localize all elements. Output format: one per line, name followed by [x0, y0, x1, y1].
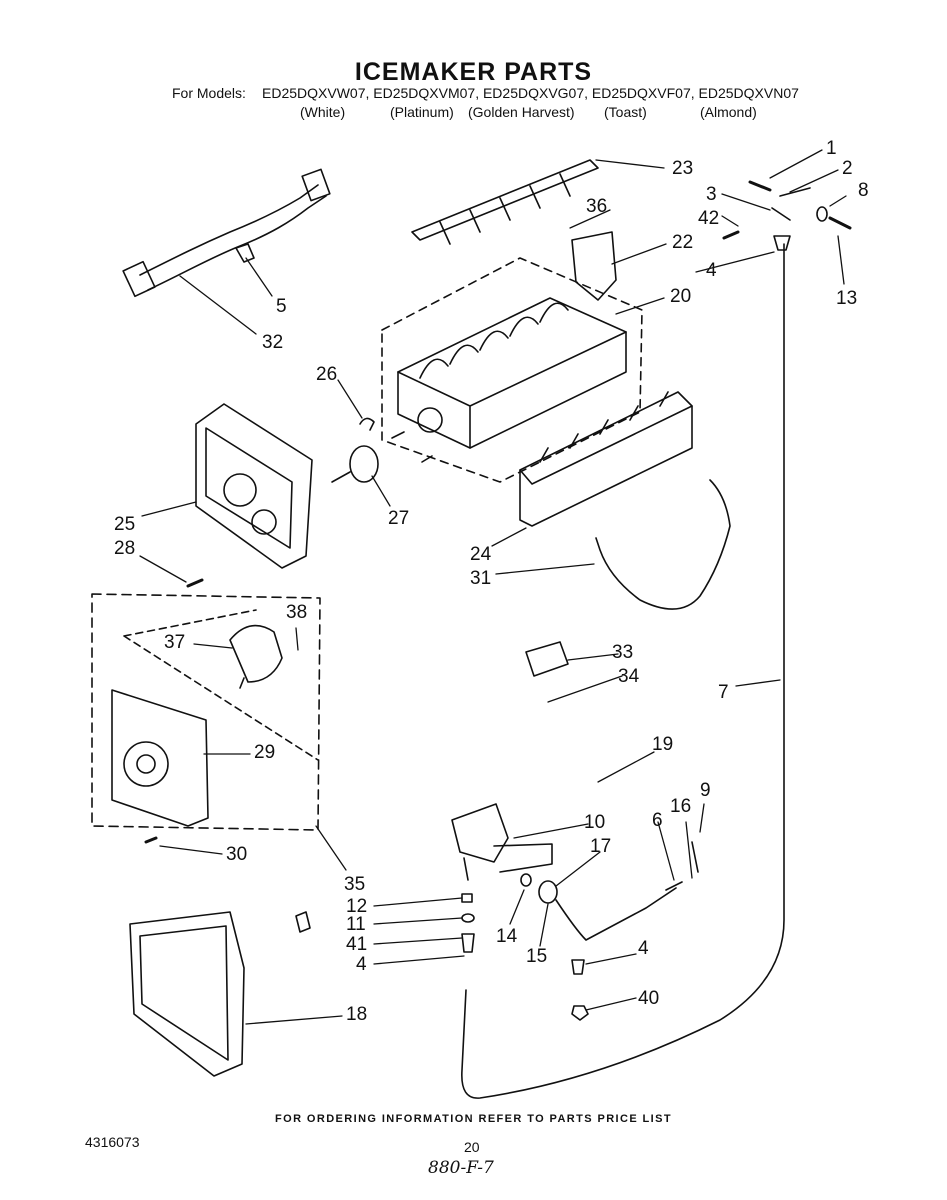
color-platinum: (Platinum): [390, 104, 454, 120]
callout-label: 9: [700, 780, 711, 801]
callout-label: 38: [286, 602, 307, 623]
ejector-part: [411, 159, 599, 245]
callout-label: 16: [670, 796, 691, 817]
page-title: ICEMAKER PARTS: [354, 58, 593, 86]
stripper-part: [519, 391, 693, 527]
motor-assembly-box: [91, 593, 321, 831]
callout-label: 32: [262, 332, 283, 353]
ordering-footer: FOR ORDERING INFORMATION REFER TO PARTS …: [275, 1113, 672, 1125]
document-number: 4316073: [85, 1134, 140, 1150]
callout-label: 40: [638, 988, 659, 1009]
water-valve-part: [451, 803, 553, 881]
callout-label: 2: [842, 158, 853, 179]
callout-label: 25: [114, 514, 135, 535]
callout-label: 33: [612, 642, 633, 663]
callout-label: 14: [496, 926, 518, 947]
callout-label: 42: [698, 208, 719, 229]
clip-part: [359, 417, 375, 431]
color-white: (White): [300, 104, 346, 120]
color-golden-harvest: (Golden Harvest): [468, 104, 575, 120]
motor-part: [229, 624, 283, 689]
callout-label: 31: [470, 568, 491, 589]
callout-label: 8: [858, 180, 869, 201]
motor-plug-part: [331, 445, 379, 483]
module-part: [195, 403, 313, 569]
callout-label: 27: [388, 508, 409, 529]
callout-label: 24: [470, 544, 492, 565]
callout-label: 4: [706, 260, 717, 281]
bag-part: [129, 911, 245, 1077]
callout-label: 41: [346, 934, 367, 955]
shut-off-arm-part: [595, 479, 731, 610]
callout-numbers: 1 2 3 8 42 13 4 36 22 23 20 5 32 26 27 2…: [114, 138, 869, 1025]
callout-label: 19: [652, 734, 673, 755]
callout-label: 23: [672, 158, 693, 179]
callout-label: 13: [836, 288, 857, 309]
housing-part: [111, 689, 209, 827]
callout-label: 20: [670, 286, 691, 307]
page-number: 20: [464, 1139, 480, 1155]
inlet-fittings: [722, 180, 852, 251]
callout-label: 22: [672, 232, 693, 253]
callout-label: 11: [346, 914, 366, 935]
screw-part: [186, 578, 204, 588]
callout-label: 3: [706, 184, 717, 205]
icemaker-assembly-outline: [381, 257, 643, 483]
callout-label: 10: [584, 812, 605, 833]
handwritten-note: 880-F-7: [428, 1158, 494, 1178]
models-prefix: For Models:: [172, 85, 246, 101]
callout-label: 17: [590, 836, 611, 857]
callout-label: 5: [276, 296, 287, 317]
callout-label: 35: [344, 874, 365, 895]
callout-label: 36: [586, 196, 607, 217]
wire-harness-part: [122, 168, 331, 298]
leader-lines: [139, 149, 847, 1025]
callout-label: 6: [652, 810, 663, 831]
callout-label: 7: [718, 682, 729, 703]
callout-label: 28: [114, 538, 135, 559]
callout-label: 30: [226, 844, 247, 865]
callout-label: 4: [638, 938, 649, 959]
cover-part: [525, 641, 569, 677]
fill-cup-part: [571, 231, 617, 301]
callout-label: 18: [346, 1004, 367, 1025]
callout-label: 4: [356, 954, 367, 975]
water-tube-part: [461, 243, 785, 1099]
callout-label: 12: [346, 896, 367, 917]
color-almond: (Almond): [700, 104, 757, 120]
callout-label: 26: [316, 364, 337, 385]
mold-part: [391, 297, 627, 463]
callout-label: 37: [164, 632, 185, 653]
models-list: ED25DQXVW07, ED25DQXVM07, ED25DQXVG07, E…: [262, 85, 799, 101]
callout-label: 1: [826, 138, 837, 159]
callout-label: 15: [526, 946, 547, 967]
callout-label: 34: [618, 666, 640, 687]
callout-label: 29: [254, 742, 275, 763]
screw-part-30: [144, 836, 158, 844]
color-toast: (Toast): [604, 104, 647, 120]
